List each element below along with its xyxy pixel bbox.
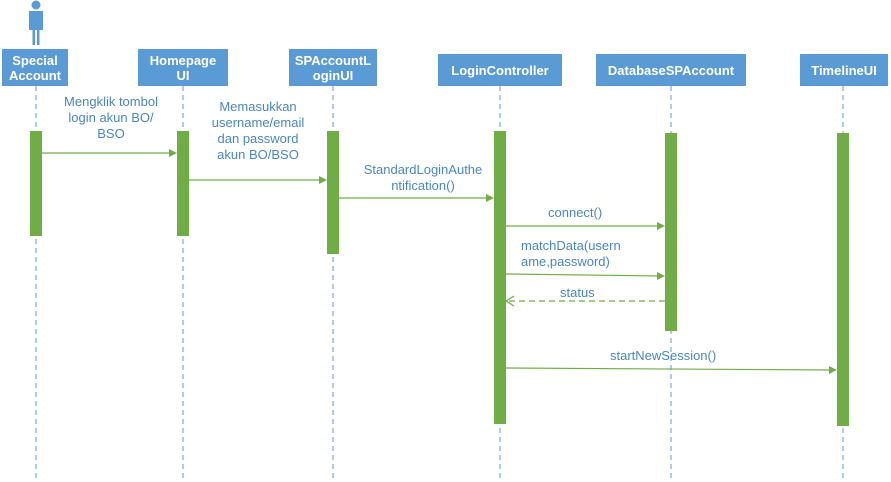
arrowhead-m1 bbox=[169, 149, 177, 157]
arrowhead-m7 bbox=[829, 366, 837, 374]
arrowhead-m4 bbox=[657, 222, 665, 230]
activation-bar-database-spaccount bbox=[665, 133, 677, 331]
message-label-m1: Mengklik tombol login akun BO/ BSO bbox=[64, 94, 158, 141]
arrowhead-m5 bbox=[657, 272, 665, 280]
message-arrow-m5 bbox=[505, 273, 660, 277]
participant-header-timeline-ui: TimelineUI bbox=[800, 54, 888, 86]
activation-bar-timeline-ui bbox=[837, 133, 849, 426]
participant-header-spaccount-loginui: SPAccountL oginUI bbox=[289, 49, 377, 86]
arrowhead-m3 bbox=[486, 194, 494, 202]
activation-bar-login-controller bbox=[494, 131, 506, 424]
message-label-m2: Memasukkan username/email dan password a… bbox=[211, 99, 305, 162]
activation-bar-special-account bbox=[30, 131, 42, 236]
message-label-m7: startNewSession() bbox=[610, 348, 717, 363]
participant-header-special-account: Special Account bbox=[2, 49, 68, 86]
activation-bar-homepage-ui bbox=[177, 131, 189, 236]
person-icon bbox=[29, 0, 43, 45]
message-label-m3: StandardLoginAuthe ntification() bbox=[363, 162, 483, 193]
arrowhead-m2 bbox=[319, 176, 327, 184]
message-label-m6: status bbox=[560, 285, 595, 300]
arrowhead-m6 bbox=[504, 295, 515, 307]
message-label-m4: connect() bbox=[548, 205, 603, 220]
message-arrow-m7 bbox=[505, 367, 832, 371]
participant-header-homepage-ui: Homepage UI bbox=[138, 49, 228, 86]
participant-header-login-controller: LoginController bbox=[438, 54, 562, 86]
participant-header-database-spaccount: DatabaseSPAccount bbox=[596, 54, 746, 86]
activation-bar-spaccount-loginui bbox=[327, 131, 339, 254]
message-label-m5: matchData(usern ame,password) bbox=[521, 238, 621, 269]
